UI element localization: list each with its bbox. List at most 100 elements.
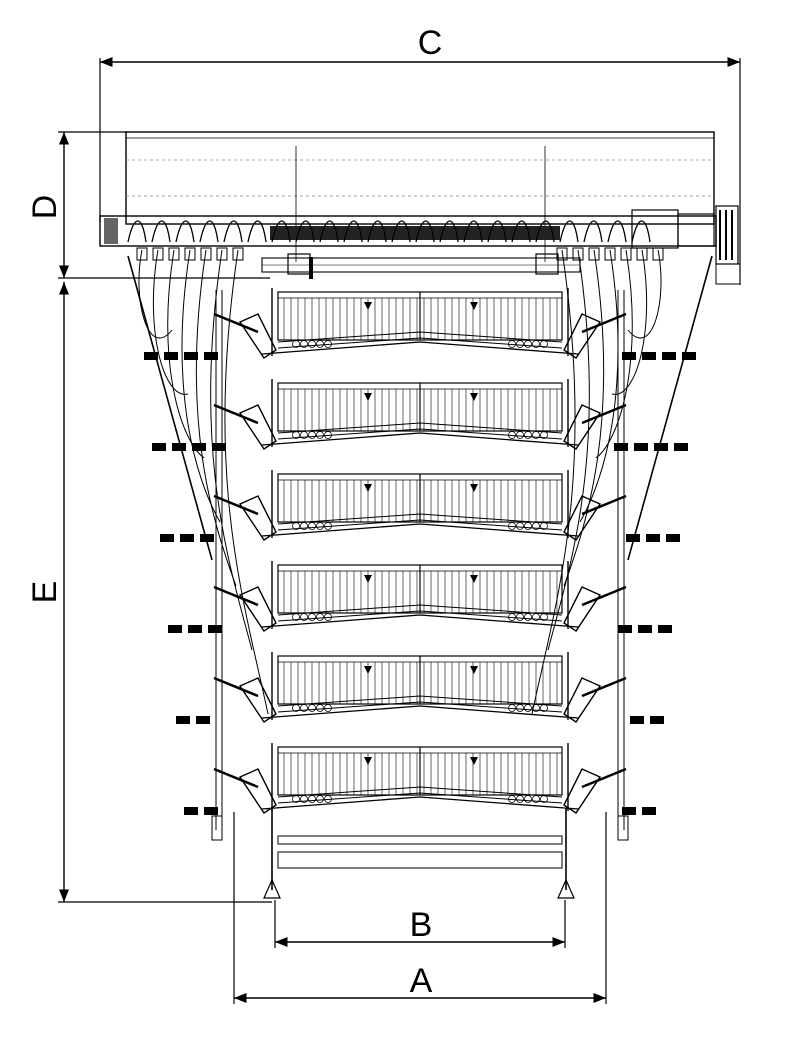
feed-trough-left [238, 768, 277, 814]
egg-roller [508, 795, 516, 803]
egg-roller [524, 704, 532, 712]
auger-flight [583, 220, 603, 243]
pipe-clamp [160, 534, 174, 542]
auger-flight [391, 220, 411, 243]
egg-roller [308, 795, 316, 803]
dimension-b: B [274, 900, 566, 948]
egg-roller [516, 613, 524, 621]
auger-flight [223, 220, 243, 243]
drinker-nipple [470, 393, 478, 401]
feed-trough-right [563, 313, 602, 359]
pipe-inlet [152, 247, 164, 261]
feed-pipe-left [210, 249, 253, 651]
feed-trough-right [563, 586, 602, 632]
cage-tier [184, 743, 656, 815]
egg-roller [316, 340, 324, 348]
egg-roller [524, 613, 532, 621]
egg-roller [300, 522, 308, 530]
feed-trough-right [563, 768, 602, 814]
egg-roller [292, 704, 300, 712]
pipe-inlet [604, 247, 616, 261]
feed-pipe-right [547, 249, 590, 651]
feed-trough-left [238, 404, 277, 450]
dimension-label-a: A [410, 962, 433, 1000]
dimension-label-e: E [26, 581, 64, 604]
auger-flight [175, 220, 195, 243]
drinker-nipple [470, 575, 478, 583]
cage-tier [168, 561, 672, 633]
pipe-clamp [638, 625, 652, 633]
manure-belt [261, 523, 579, 537]
cage-tiers [144, 288, 696, 815]
pipe-clamp [188, 625, 202, 633]
pipe-clamp [630, 716, 644, 724]
egg-roller [524, 522, 532, 530]
egg-roller [308, 522, 316, 530]
pipe-clamp [642, 352, 656, 360]
dimension-label-b: B [410, 906, 433, 944]
pipe-clamp [622, 807, 636, 815]
pipe-clamp [184, 352, 198, 360]
feed-trough-left [238, 495, 277, 541]
egg-roller [308, 340, 316, 348]
egg-roller [300, 704, 308, 712]
egg-roller [524, 340, 532, 348]
egg-roller [516, 522, 524, 530]
pipe-clamp [666, 534, 680, 542]
egg-roller [316, 795, 324, 803]
feed-trough-left [238, 677, 277, 723]
egg-roller [316, 522, 324, 530]
pipe-clamp [654, 443, 668, 451]
feed-trough-right [563, 677, 602, 723]
drinker-nipple [364, 666, 372, 674]
egg-roller [324, 431, 332, 439]
support-strut-right [627, 255, 713, 561]
egg-roller [508, 431, 516, 439]
egg-roller [292, 613, 300, 621]
feed-pipe-right [531, 249, 576, 715]
auger-flight [487, 220, 507, 243]
pipe-inlet [588, 247, 600, 261]
pipe-inlet [168, 247, 180, 261]
egg-roller [540, 704, 548, 712]
pipe-clamp [634, 443, 648, 451]
drinker-nipple [364, 575, 372, 583]
feed-pipe-left [152, 249, 189, 395]
egg-roller [324, 795, 332, 803]
auger-flight [271, 220, 291, 243]
top-hopper [125, 131, 715, 262]
auger-flight [199, 220, 219, 243]
egg-roller [540, 431, 548, 439]
egg-roller [300, 613, 308, 621]
egg-roller [324, 613, 332, 621]
pipe-inlet [232, 247, 244, 261]
egg-roller [508, 704, 516, 712]
pipe-inlet [200, 247, 212, 261]
egg-roller [532, 795, 540, 803]
pipe-clamp [622, 352, 636, 360]
dimension-c: C [99, 24, 741, 285]
egg-roller [516, 795, 524, 803]
pipe-clamp [658, 625, 672, 633]
dimension-a: A [233, 812, 607, 1004]
pipe-clamp [180, 534, 194, 542]
manure-belt [261, 341, 579, 355]
auger-flight [319, 220, 339, 243]
dimension-d: D [26, 131, 270, 279]
cage-tier [176, 652, 664, 724]
egg-roller [540, 522, 548, 530]
pipe-clamp [662, 352, 676, 360]
egg-roller [524, 431, 532, 439]
auger-flight [151, 220, 171, 243]
feed-trough-left [238, 586, 277, 632]
egg-roller [508, 522, 516, 530]
feed-pipe-left [195, 249, 237, 587]
support-strut-left [127, 255, 213, 561]
egg-roller [516, 340, 524, 348]
egg-roller [316, 613, 324, 621]
pipe-inlet [652, 247, 664, 261]
pipe-clamp [196, 716, 210, 724]
feed-trough-right [563, 495, 602, 541]
auger-flight [343, 220, 363, 243]
